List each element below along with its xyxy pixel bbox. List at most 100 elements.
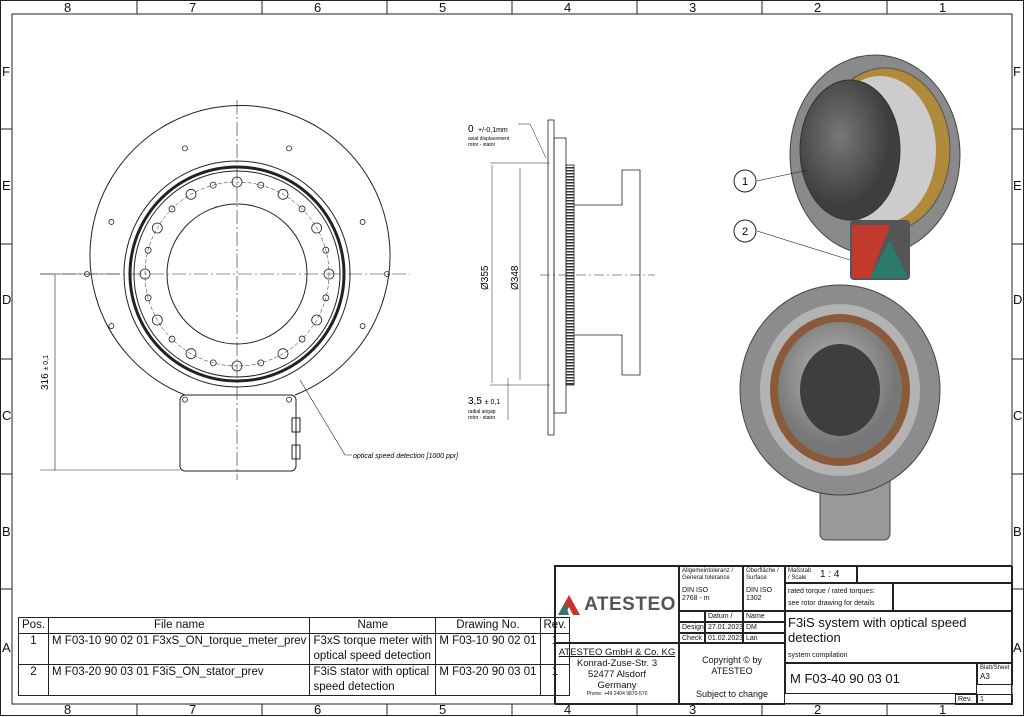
rev-label: Rev. No. <box>955 694 977 705</box>
column-label: 5 <box>439 0 447 15</box>
scale-cell: Maßstab / Scale 1 : 4 <box>785 566 857 583</box>
logo-text: ATESTEO <box>584 593 676 615</box>
parts-list: Pos. File name Name Drawing No. Rev. 1 M… <box>17 617 571 696</box>
row-label: A <box>2 640 11 655</box>
table-row: 2 M F03-20 90 03 01 F3iS_ON_stator_prev … <box>17 664 571 696</box>
axial-desc: axial displacement <box>468 136 510 142</box>
bolt-hole <box>168 205 176 213</box>
check-date: 01.02.2023 <box>705 633 743 643</box>
header-drawing-no: Drawing No. <box>435 617 541 634</box>
diameter-inner: Ø348 <box>510 265 521 290</box>
column-label: 8 <box>64 702 72 717</box>
torque-note: see rotor drawing for details <box>788 600 875 607</box>
column-label: 7 <box>189 0 197 15</box>
design-name: DM <box>743 622 785 633</box>
bolt-hole <box>359 323 366 329</box>
row-label: B <box>1013 524 1022 539</box>
column-label: 1 <box>939 702 947 717</box>
column-label: 4 <box>564 702 572 717</box>
bolt-hole <box>209 359 217 367</box>
axial-tolerance: +/-0,1mm <box>478 127 508 134</box>
row-label: B <box>2 524 11 539</box>
bolt-hole <box>231 176 243 188</box>
bolt-hole <box>298 335 306 343</box>
row-label: C <box>2 408 12 423</box>
date-header: Datum / Date <box>705 611 743 622</box>
company-city: 52477 Alsdorf <box>587 669 647 680</box>
table-row: 1 M F03-10 90 02 01 F3xS_ON_torque_meter… <box>17 633 571 665</box>
cell-drawing: M F03-20 90 03 01 <box>435 664 541 696</box>
design-date: 27.01.2023 <box>705 622 743 633</box>
company-cell: ATESTEO GmbH & Co. KG Konrad-Zuse-Str. 3… <box>555 643 679 705</box>
header-file-name: File name <box>48 617 311 634</box>
bolt-hole <box>144 294 152 302</box>
sheet-value: A3 <box>980 672 990 681</box>
row-label: F <box>2 64 10 79</box>
check-name: Lan <box>743 633 785 643</box>
row-label: A <box>1013 640 1022 655</box>
row-label: E <box>2 178 11 193</box>
bolt-hole <box>84 271 90 277</box>
atesteo-logo-icon <box>558 594 581 615</box>
column-label: 1 <box>939 0 947 15</box>
side-view: 0 +/-0,1mm axial displacement rotor - st… <box>468 119 655 436</box>
tolerance-label: Allgemeintoleranz / General tolerance <box>682 568 734 581</box>
header-name: Name <box>309 617 437 634</box>
company-phone: Phone: +49 2404 9870-570 <box>586 691 648 697</box>
scale-label: Maßstab / Scale <box>788 567 812 581</box>
bolt-hole <box>277 188 289 200</box>
check-label: Check <box>679 633 705 643</box>
header-pos: Pos. <box>17 617 50 634</box>
subject-to-change: Subject to change <box>695 689 769 699</box>
cell-pos: 2 <box>17 664 50 696</box>
column-label: 5 <box>439 702 447 717</box>
drawing-title: F3iS system with optical speed detection <box>788 615 967 645</box>
bolt-hole <box>359 219 366 225</box>
bolt-hole <box>323 268 335 280</box>
bolt-hole <box>168 335 176 343</box>
bolt-hole <box>311 314 323 326</box>
tolerance-value: 2768 - m <box>682 595 710 602</box>
bolt-hole <box>384 271 390 277</box>
airgap-desc: radial airgap <box>468 409 496 415</box>
bolt-hole <box>144 246 152 254</box>
optical-detection-callout: optical speed detection [1000 ppr] <box>353 453 459 460</box>
bolt-hole <box>277 348 289 360</box>
column-label: 2 <box>814 0 822 15</box>
cell-file: M F03-10 90 02 01 F3xS_ON_torque_meter_p… <box>48 633 311 665</box>
sheet-label: Blatt/Sheet <box>980 665 1010 671</box>
drawing-number: M F03-40 90 03 01 <box>785 663 977 694</box>
row-label: E <box>1013 178 1022 193</box>
row-label: C <box>1013 408 1023 423</box>
balloon-1: 1 <box>742 176 748 188</box>
surface-value: 1302 <box>746 595 762 602</box>
tolerance-value: DIN ISO <box>682 587 709 594</box>
iso-views: 1 2 <box>733 54 961 541</box>
drawing-subtitle: system compilation <box>788 652 848 659</box>
bolt-hole <box>257 359 265 367</box>
table-header-row: Pos. File name Name Drawing No. Rev. <box>17 617 571 634</box>
column-label: 7 <box>189 702 197 717</box>
bolt-hole <box>322 246 330 254</box>
scale-value: 1 : 4 <box>820 568 840 580</box>
airgap-desc: rotor - stator <box>468 415 496 421</box>
axial-value: 0 <box>468 124 474 135</box>
column-label: 2 <box>814 702 822 717</box>
bolt-hole <box>231 360 243 372</box>
column-label: 6 <box>314 702 322 717</box>
axial-desc: rotor - stator <box>468 142 496 148</box>
row-label: D <box>2 292 12 307</box>
company-street: Konrad-Zuse-Str. 3 <box>576 658 658 669</box>
surface-label: Oberfläche / Surface <box>746 568 779 581</box>
airgap-value: 3,5 ± 0,1 <box>468 396 500 407</box>
bolt-hole <box>257 181 265 189</box>
name-line: F3iS stator with optical <box>313 666 430 678</box>
bolt-hole <box>286 145 292 152</box>
bolt-hole <box>108 219 115 225</box>
front-view: 316 ± 0,1 optical speed detection [1000 … <box>40 100 459 480</box>
column-label: 8 <box>64 0 72 15</box>
bolt-hole <box>185 348 197 360</box>
